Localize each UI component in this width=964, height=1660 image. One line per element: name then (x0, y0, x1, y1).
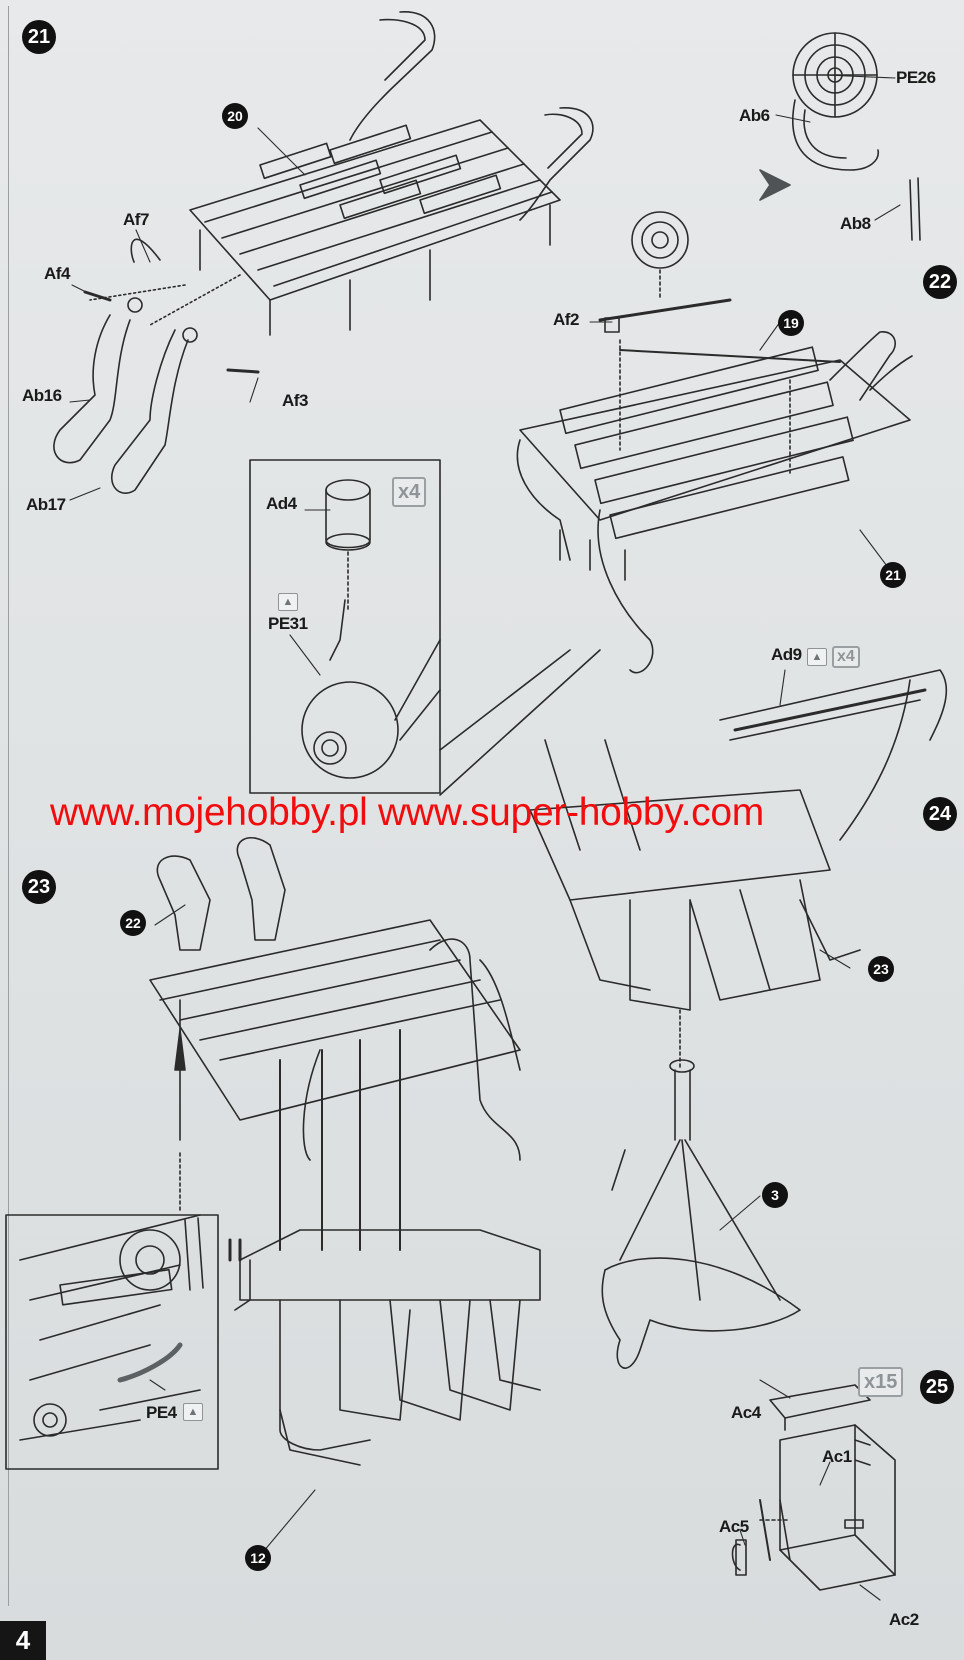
step22-assembly-drawing (516, 32, 921, 674)
step-number-22: 22 (923, 265, 957, 299)
quantity-badge-ad9: x4 (832, 646, 860, 668)
callout-subassembly-20: 20 (222, 103, 248, 129)
part-label-ac4: Ac4 (731, 1403, 761, 1422)
page-number: 4 (0, 1621, 46, 1660)
part-label-af7: Af7 (123, 210, 149, 229)
part-label-ab16: Ab16 (22, 386, 62, 405)
step-number-23: 23 (22, 870, 56, 904)
part-label-af3: Af3 (282, 391, 308, 410)
part-label-ab8: Ab8 (840, 214, 871, 233)
photo-etch-icon: ▲ (278, 593, 298, 611)
step-number-21: 21 (22, 20, 56, 54)
callout-subassembly-23: 23 (868, 956, 894, 982)
callout-subassembly-3: 3 (762, 1182, 788, 1208)
callout-subassembly-22: 22 (120, 910, 146, 936)
photo-etch-icon: ▲ (807, 648, 827, 666)
part-label-af4: Af4 (44, 264, 70, 283)
step25-ammo-box-drawing (731, 1384, 896, 1591)
part-label-af2: Af2 (553, 310, 579, 329)
step21-inset-drawing (249, 459, 601, 796)
part-label-ac2: Ac2 (889, 1610, 919, 1629)
part-label-ad9: Ad9 (771, 645, 802, 664)
callout-subassembly-12: 12 (245, 1545, 271, 1571)
watermark-url-text: www.mojehobby.pl www.super-hobby.com (50, 791, 764, 834)
step-number-25: 25 (920, 1370, 954, 1404)
step-number-24: 24 (923, 797, 957, 831)
part-label-ab17: Ab17 (26, 495, 66, 514)
step24-assembly-drawing (529, 669, 948, 1369)
part-label-ac5: Ac5 (719, 1517, 749, 1536)
part-label-pe26: PE26 (896, 68, 936, 87)
part-label-ab6: Ab6 (739, 106, 770, 125)
step21-rack-drawing (53, 11, 594, 494)
part-label-pe4: PE4 (146, 1403, 177, 1422)
part-label-ad4: Ad4 (266, 494, 297, 513)
callout-subassembly-21: 21 (880, 562, 906, 588)
quantity-badge-ad4: x4 (392, 477, 427, 507)
step23-inset-drawing (5, 1214, 219, 1470)
step23-assembly-drawing (149, 836, 541, 1466)
part-label-pe31: PE31 (268, 614, 308, 633)
callout-subassembly-19: 19 (778, 310, 804, 336)
quantity-badge-ac: x15 (858, 1367, 904, 1397)
part-label-ac1: Ac1 (822, 1447, 852, 1466)
photo-etch-icon: ▲ (183, 1403, 203, 1421)
